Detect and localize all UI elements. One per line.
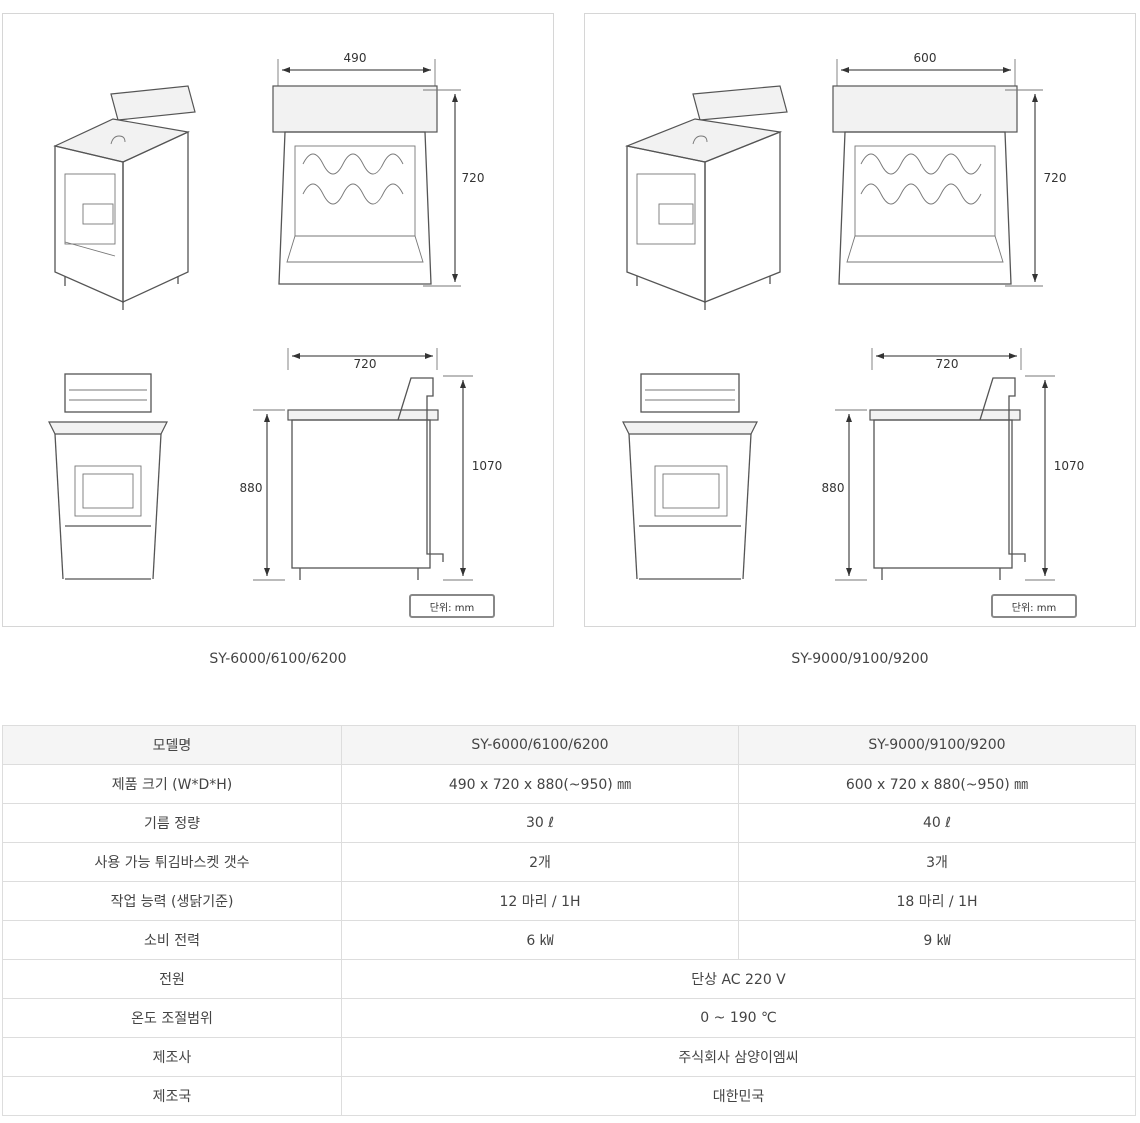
caption-sy9000: SY-9000/9100/9200 (791, 651, 929, 667)
header-label: 모델명 (2, 725, 342, 765)
isometric-view (53, 85, 196, 310)
row-value-2: 40 ℓ (738, 803, 1136, 843)
row-label: 소비 전력 (2, 920, 342, 960)
isometric-view (624, 85, 788, 310)
row-value-2: 3개 (738, 842, 1136, 882)
dim-height-body: 880 (822, 481, 845, 495)
table-row: 제품 크기 (W*D*H) 490 x 720 x 880(~950) ㎜ 60… (2, 764, 1136, 804)
spec-header-row: 모델명 SY-6000/6100/6200 SY-9000/9100/9200 (2, 725, 1136, 765)
row-label: 기름 정량 (2, 803, 342, 843)
front-top-view (272, 59, 461, 287)
table-row: 소비 전력 6 ㎾ 9 ㎾ (2, 920, 1136, 960)
row-value-1: 2개 (341, 842, 739, 882)
dim-height-total: 1070 (472, 459, 503, 473)
table-row: 작업 능력 (생닭기준) 12 마리 / 1H 18 마리 / 1H (2, 881, 1136, 921)
table-row: 기름 정량 30 ℓ 40 ℓ (2, 803, 1136, 843)
row-label: 작업 능력 (생닭기준) (2, 881, 342, 921)
diagram-panel-sy6000: 490 720 720 880 1070 단위: mm (2, 13, 554, 627)
table-row: 온도 조절범위 0 ~ 190 ℃ (2, 998, 1136, 1038)
row-value-merged: 0 ~ 190 ℃ (341, 998, 1136, 1038)
dim-width-top: 600 (914, 51, 937, 65)
row-value-1: 6 ㎾ (341, 920, 739, 960)
dim-depth-top: 720 (462, 171, 485, 185)
row-value-2: 9 ㎾ (738, 920, 1136, 960)
dim-height-body: 880 (240, 481, 263, 495)
front-elevation-view (622, 373, 758, 580)
dim-width-top: 490 (344, 51, 367, 65)
unit-label: 단위: mm (409, 594, 495, 618)
front-top-view (832, 59, 1043, 287)
row-label: 제조사 (2, 1037, 342, 1077)
spec-table: 모델명 SY-6000/6100/6200 SY-9000/9100/9200 … (2, 725, 1136, 1116)
dim-depth-side: 720 (936, 357, 959, 371)
row-label: 온도 조절범위 (2, 998, 342, 1038)
dimension-drawings: 600 720 720 880 1070 (622, 51, 1085, 581)
unit-label: 단위: mm (991, 594, 1077, 618)
header-model-1: SY-6000/6100/6200 (341, 725, 739, 765)
dim-height-total: 1070 (1054, 459, 1085, 473)
row-value-merged: 주식회사 삼양이엠씨 (341, 1037, 1136, 1077)
header-model-2: SY-9000/9100/9200 (738, 725, 1136, 765)
table-row: 사용 가능 튀김바스켓 갯수 2개 3개 (2, 842, 1136, 882)
side-elevation-view (253, 348, 473, 581)
row-label: 제조국 (2, 1076, 342, 1116)
row-value-1: 490 x 720 x 880(~950) ㎜ (341, 764, 739, 804)
row-label: 사용 가능 튀김바스켓 갯수 (2, 842, 342, 882)
table-row: 제조국 대한민국 (2, 1076, 1136, 1116)
caption-sy6000: SY-6000/6100/6200 (209, 651, 347, 667)
row-value-merged: 단상 AC 220 V (341, 959, 1136, 999)
side-elevation-view (835, 348, 1055, 581)
table-row: 전원 단상 AC 220 V (2, 959, 1136, 999)
row-value-1: 12 마리 / 1H (341, 881, 739, 921)
row-value-merged: 대한민국 (341, 1076, 1136, 1116)
row-label: 제품 크기 (W*D*H) (2, 764, 342, 804)
dimension-drawings: 490 720 720 880 1070 (48, 51, 503, 581)
diagram-panel-sy9000: 600 720 720 880 1070 단위: mm (584, 13, 1136, 627)
row-value-2: 600 x 720 x 880(~950) ㎜ (738, 764, 1136, 804)
dim-depth-top: 720 (1044, 171, 1067, 185)
row-value-1: 30 ℓ (341, 803, 739, 843)
front-elevation-view (48, 373, 168, 580)
row-value-2: 18 마리 / 1H (738, 881, 1136, 921)
row-label: 전원 (2, 959, 342, 999)
table-row: 제조사 주식회사 삼양이엠씨 (2, 1037, 1136, 1077)
dim-depth-side: 720 (354, 357, 377, 371)
